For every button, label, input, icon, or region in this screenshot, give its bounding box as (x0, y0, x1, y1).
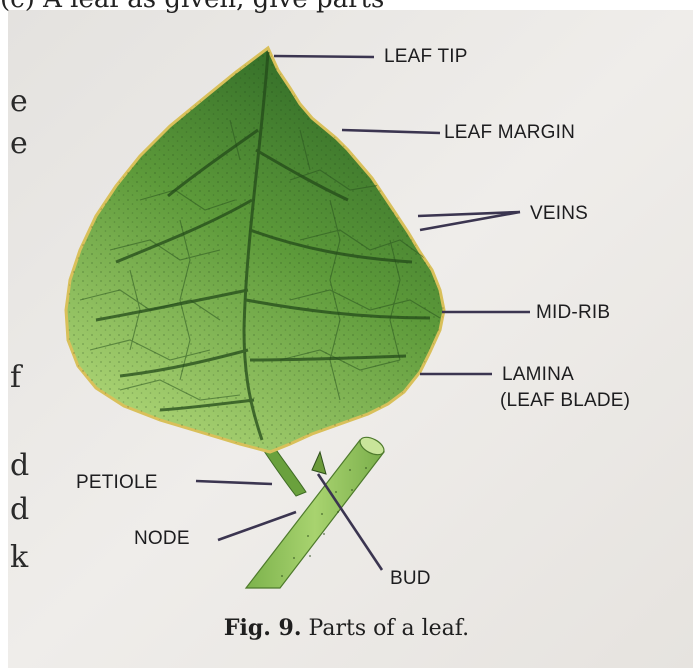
label-bud: BUD (390, 568, 431, 590)
margin-text-fragment: f (10, 360, 21, 395)
cropped-heading-fragment: (c) A leaf as given, give parts (0, 0, 384, 14)
figure-caption-text: Parts of a leaf. (309, 616, 470, 641)
margin-text-fragment: e (10, 84, 28, 119)
label-node: NODE (134, 528, 190, 550)
margin-text-fragment: d (10, 492, 29, 527)
label-petiole: PETIOLE (76, 472, 158, 494)
margin-text-fragment: k (10, 540, 28, 575)
label-lamina: LAMINA (502, 364, 574, 386)
label-veins: VEINS (530, 203, 588, 225)
label-mid-rib: MID-RIB (536, 302, 610, 324)
pointer-leaf-tip (274, 56, 374, 57)
figure-caption: Fig. 9. Parts of a leaf. (0, 615, 693, 641)
figure-number: Fig. 9. (224, 615, 302, 641)
label-leaf-margin: LEAF MARGIN (444, 122, 575, 144)
margin-text-fragment: d (10, 448, 29, 483)
label-leaf-blade: (LEAF BLADE) (500, 390, 630, 412)
label-leaf-tip: LEAF TIP (384, 46, 468, 68)
margin-text-fragment: e (10, 126, 28, 161)
